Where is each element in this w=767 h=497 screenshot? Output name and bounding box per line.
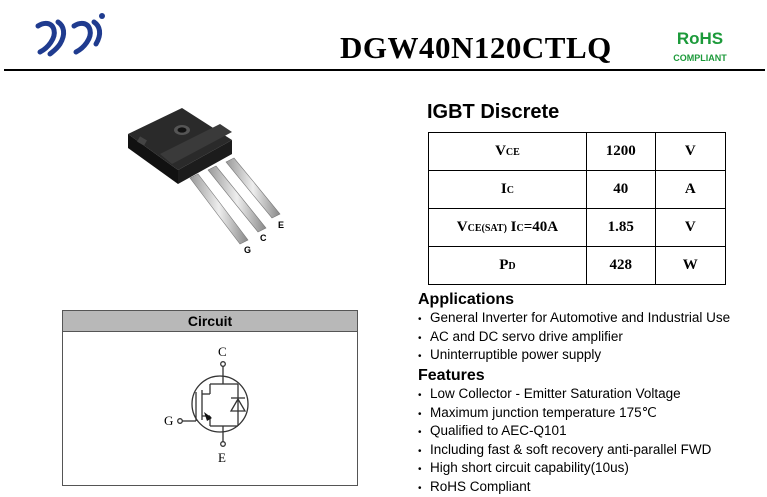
- unit-cell: V: [655, 209, 725, 247]
- circuit-panel-title: Circuit: [62, 310, 358, 332]
- collector-label: C: [218, 344, 227, 359]
- list-item-text: Including fast & soft recovery anti-para…: [430, 442, 711, 457]
- param-symbol: V: [457, 219, 468, 235]
- features-list: •Low Collector - Emitter Saturation Volt…: [418, 386, 711, 497]
- value-cell: 40: [586, 171, 655, 209]
- param-cell: IC: [429, 171, 587, 209]
- param-subscript: C: [507, 185, 514, 196]
- param-condition-value: =40A: [524, 219, 558, 235]
- param-subscript: D: [508, 261, 515, 272]
- pin-label-g: G: [244, 245, 251, 255]
- list-item: •General Inverter for Automotive and Ind…: [418, 310, 730, 329]
- list-item-text: General Inverter for Automotive and Indu…: [430, 310, 730, 325]
- unit-cell: V: [655, 133, 725, 171]
- list-item: •Uninterruptible power supply: [418, 347, 730, 366]
- table-row: VCE(SAT) IC=40A 1.85 V: [429, 209, 726, 247]
- list-item: •Maximum junction temperature 175℃: [418, 405, 711, 424]
- unit-cell: A: [655, 171, 725, 209]
- param-subscript: CE(SAT): [468, 223, 507, 234]
- list-item: •High short circuit capability(10us): [418, 460, 711, 479]
- to247-package-image: G C E: [120, 100, 320, 270]
- spec-table: VCE 1200 V IC 40 A VCE(SAT) IC=40A 1.85 …: [428, 132, 726, 285]
- rohs-badge: RoHS COMPLIANT: [670, 30, 730, 64]
- list-item-text: Maximum junction temperature 175℃: [430, 405, 657, 420]
- value-cell: 1.85: [586, 209, 655, 247]
- list-item: •RoHS Compliant: [418, 479, 711, 497]
- list-item-text: RoHS Compliant: [430, 479, 531, 494]
- rohs-compliant-label: COMPLIANT: [670, 52, 730, 64]
- list-item-text: Qualified to AEC-Q101: [430, 423, 567, 438]
- rohs-label: RoHS: [670, 30, 730, 48]
- section-title-igbt: IGBT Discrete: [427, 101, 559, 124]
- value-cell: 428: [586, 247, 655, 285]
- list-item-text: High short circuit capability(10us): [430, 460, 629, 475]
- unit-cell: W: [655, 247, 725, 285]
- list-item-text: Uninterruptible power supply: [430, 347, 601, 362]
- param-condition-subscript: C: [517, 223, 524, 234]
- table-row: IC 40 A: [429, 171, 726, 209]
- gate-label: G: [164, 413, 173, 428]
- igbt-circuit-symbol: C G E: [160, 342, 280, 472]
- company-logo-icon: [30, 12, 110, 60]
- param-symbol: V: [495, 143, 506, 159]
- pin-label-e: E: [278, 220, 284, 230]
- pin-label-c: C: [260, 233, 267, 243]
- features-heading: Features: [418, 367, 485, 385]
- list-item-text: AC and DC servo drive amplifier: [430, 329, 623, 344]
- param-cell: VCE: [429, 133, 587, 171]
- applications-list: •General Inverter for Automotive and Ind…: [418, 310, 730, 366]
- list-item: •AC and DC servo drive amplifier: [418, 329, 730, 348]
- table-row: VCE 1200 V: [429, 133, 726, 171]
- part-number-title: DGW40N120CTLQ: [340, 30, 612, 66]
- emitter-label: E: [218, 450, 226, 465]
- header-divider: [4, 69, 765, 71]
- list-item: •Qualified to AEC-Q101: [418, 423, 711, 442]
- param-cell: VCE(SAT) IC=40A: [429, 209, 587, 247]
- list-item-text: Low Collector - Emitter Saturation Volta…: [430, 386, 681, 401]
- param-subscript: CE: [506, 147, 520, 158]
- list-item: •Including fast & soft recovery anti-par…: [418, 442, 711, 461]
- applications-heading: Applications: [418, 291, 514, 309]
- table-row: PD 428 W: [429, 247, 726, 285]
- param-condition-symbol: I: [507, 219, 517, 235]
- value-cell: 1200: [586, 133, 655, 171]
- list-item: •Low Collector - Emitter Saturation Volt…: [418, 386, 711, 405]
- param-cell: PD: [429, 247, 587, 285]
